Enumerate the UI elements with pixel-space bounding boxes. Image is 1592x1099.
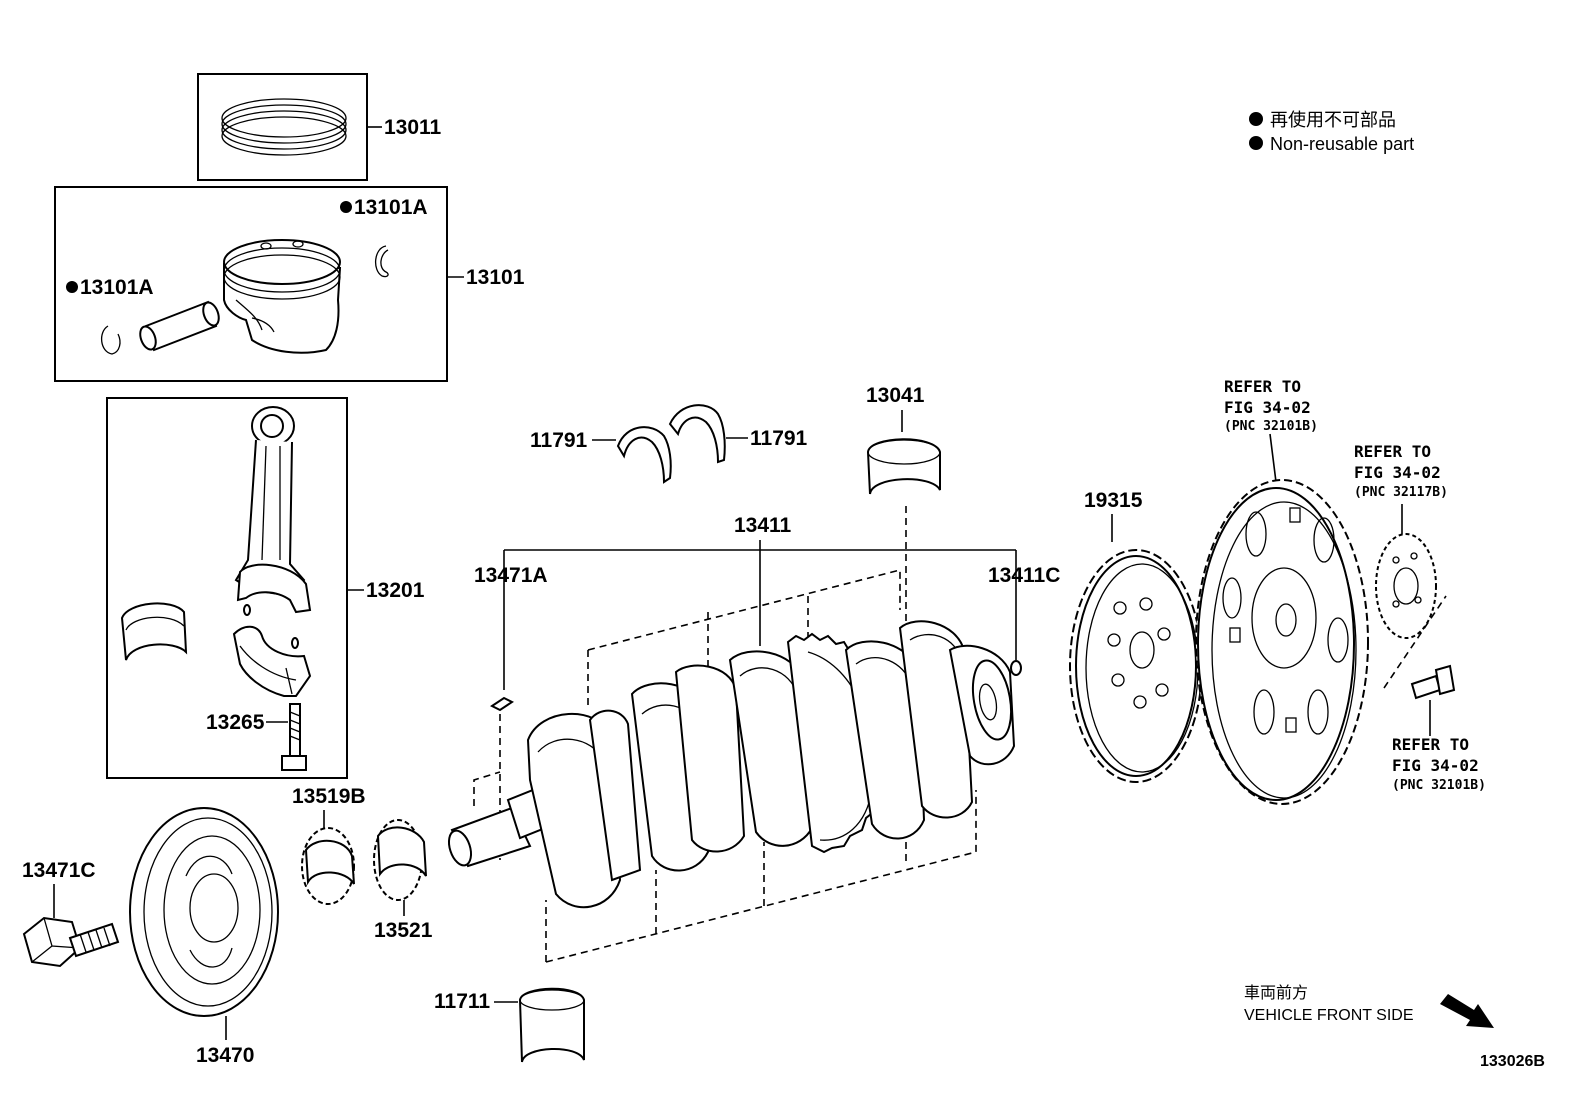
part-number-13011: 13011 [384,116,442,139]
oil-pump-drive-gear-icon [373,819,427,901]
part-number-13411: 13411 [734,514,792,537]
drive-plate-bolt-group[interactable]: REFER TO FIG 34-02 (PNC 32101B) [1392,664,1486,793]
ref1-line3: (PNC 32101B) [1224,419,1318,434]
legend-japanese: 再使用不可部品 [1270,110,1396,130]
drive-plate-spacer-group[interactable]: REFER TO FIG 34-02 (PNC 32117B) [1354,442,1448,689]
ref2-line2: FIG 34-02 [1354,463,1441,482]
drive-plate-group[interactable]: REFER TO FIG 34-02 (PNC 32101B) [1195,377,1369,805]
part-number-13101A-left: 13101A [80,276,154,299]
legend-english: Non-reusable part [1270,134,1414,154]
crank-sprocket-icon [301,827,355,905]
connecting-rod-bolt-icon [281,703,307,771]
main-bearing-lower-icon [518,987,585,1063]
crankshaft-pulley-icon [129,807,279,1017]
thrust-washer-group[interactable]: 11791 11791 [530,404,808,484]
oil-pump-drive-gear-group[interactable]: 13521 [373,819,433,942]
connecting-rod-group[interactable]: 13201 13265 [106,397,425,779]
direction-label-japanese: 車両前方 [1244,984,1308,1002]
part-number-13471C: 13471C [22,859,96,882]
vehicle-front-direction: 車両前方 VEHICLE FRONT SIDE [1244,984,1494,1028]
pulley-bolt-icon [22,916,120,968]
piston-ring-icon [221,98,347,156]
connecting-rod-bearing-icon [120,602,188,661]
crankshaft-icon [447,620,1016,909]
non-reusable-dot-icon [340,201,352,213]
ref3-line2: FIG 34-02 [1392,756,1479,775]
crankshaft-group[interactable]: 13411 13471A 13411C [445,514,1060,963]
part-number-13470: 13470 [196,1044,254,1067]
part-number-13411C: 13411C [988,564,1060,587]
direction-label-english: VEHICLE FRONT SIDE [1244,1007,1414,1024]
part-number-13041: 13041 [866,384,925,407]
timing-rotor-plate-icon [1069,549,1203,783]
part-number-13201: 13201 [366,579,425,602]
part-number-11791-left: 11791 [530,429,588,452]
part-number-11791-right: 11791 [750,427,808,450]
non-reusable-dot-icon [66,281,78,293]
ref1-line1: REFER TO [1224,377,1301,396]
drive-plate-bolt-icon [1410,664,1456,700]
main-bearing-upper-group[interactable]: 13041 [866,384,941,862]
connecting-rod-icon [232,406,312,697]
part-number-11711: 11711 [434,990,490,1013]
spacer-plate-icon [1375,533,1437,639]
ref3-line3: (PNC 32101B) [1392,778,1486,793]
part-number-13101A-right: 13101A [354,196,428,219]
snap-ring-icon [375,245,389,278]
crank-sprocket-group[interactable]: 13519B [292,785,366,905]
ref3-line1: REFER TO [1392,735,1469,754]
piston-icon [223,239,342,354]
piston-box [54,186,448,382]
pulley-bolt-group[interactable]: 13471C [22,859,120,968]
piston-pin-icon [139,300,220,352]
part-number-13101: 13101 [466,266,525,289]
main-bearing-icon [866,438,941,495]
piston-ring-group[interactable]: 13011 [197,73,442,181]
front-direction-arrow-icon [1440,994,1494,1028]
ref1-line2: FIG 34-02 [1224,398,1311,417]
drive-plate-icon [1195,479,1369,805]
part-number-13471A: 13471A [474,564,548,587]
part-number-13519B: 13519B [292,785,366,808]
legend: 再使用不可部品 Non-reusable part [1249,110,1414,154]
snap-ring-icon [101,325,121,355]
non-reusable-marker-icon [1249,112,1263,126]
main-bearing-lower-group[interactable]: 11711 [434,987,585,1063]
woodruff-key-icon [490,696,514,712]
piston-group[interactable]: 13101 13101A 13101A [54,186,525,382]
timing-rotor-group[interactable]: 19315 [1069,489,1203,783]
ref2-line3: (PNC 32117B) [1354,485,1448,500]
non-reusable-marker-icon [1249,136,1263,150]
thrust-washer-icon [616,426,672,484]
dowel-pin-icon [1010,660,1022,676]
connecting-rod-box [106,397,348,779]
part-number-19315: 19315 [1084,489,1143,512]
crankshaft-pulley-group[interactable]: 13470 [129,807,279,1067]
figure-id: 133026B [1480,1053,1545,1070]
ref2-line1: REFER TO [1354,442,1431,461]
thrust-washer-icon [668,404,726,464]
part-number-13521: 13521 [374,919,433,942]
part-number-13265: 13265 [206,711,265,734]
